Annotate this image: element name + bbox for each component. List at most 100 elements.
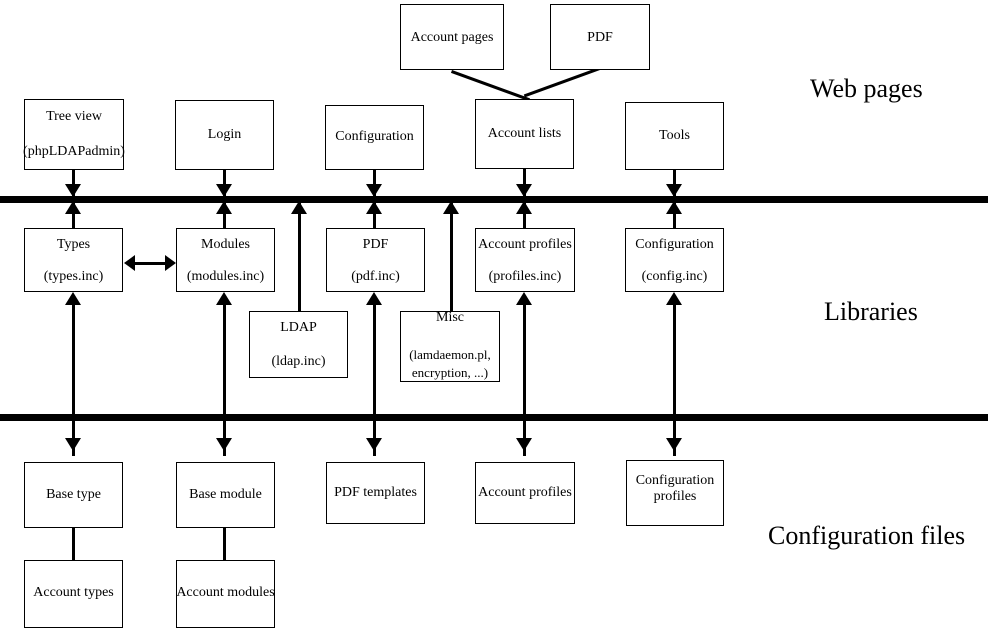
connector-tools-down xyxy=(673,170,676,196)
box-pdf-source-label: PDF xyxy=(587,30,613,45)
box-tree-view: Tree view (phpLDAPadmin) xyxy=(23,99,125,170)
box-modules-label: Modules xyxy=(201,237,250,252)
box-types: Types (types.inc) xyxy=(24,228,123,292)
layer-divider-web-libraries xyxy=(0,196,988,203)
connector-base-type-to-account-types xyxy=(72,527,75,561)
stem-configuration-lib-to-bar1 xyxy=(673,202,676,228)
arrowhead-to-pdf-templates xyxy=(366,438,382,451)
box-ldap: LDAP (ldap.inc) xyxy=(249,311,348,378)
arrowhead-to-configuration-profiles xyxy=(666,438,682,451)
connector-account-lists-down xyxy=(523,169,526,196)
arrowhead-misc-up xyxy=(443,201,459,214)
box-base-type: Base type xyxy=(24,462,123,528)
arrowhead-configuration-lib-up xyxy=(666,201,682,214)
box-configuration-web: Configuration xyxy=(325,105,424,170)
arrowhead-pdf-lib-up xyxy=(366,201,382,214)
box-account-types-label: Account types xyxy=(33,585,114,600)
box-account-lists: Account lists xyxy=(475,99,574,169)
box-tools-label: Tools xyxy=(659,128,690,143)
stem-modules-to-bar1 xyxy=(223,202,226,228)
box-account-profiles-lib-label: Account profiles xyxy=(478,237,572,252)
box-account-profiles-file: Account profiles xyxy=(475,462,575,524)
box-account-types: Account types xyxy=(24,560,123,628)
stem-base-module-to-modules xyxy=(223,296,226,456)
box-pdf-lib: PDF (pdf.inc) xyxy=(326,228,425,292)
arrowhead-to-account-profiles-file xyxy=(516,438,532,451)
arrowhead-account-lists-down xyxy=(516,184,532,197)
connector-account-pages-to-account-lists xyxy=(450,70,530,102)
box-account-pages: Account pages xyxy=(400,4,504,70)
arrowhead-types-modules-left xyxy=(124,255,135,271)
layer-divider-libraries-configuration xyxy=(0,414,988,421)
box-types-label: Types xyxy=(56,237,91,252)
connector-login-down xyxy=(223,170,226,196)
box-account-modules-label: Account modules xyxy=(176,585,275,600)
box-types-sublabel: (types.inc) xyxy=(43,269,104,284)
arrowhead-account-profiles-file-to-lib xyxy=(516,292,532,305)
box-base-module-label: Base module xyxy=(189,487,262,502)
layer-label-libraries: Libraries xyxy=(824,297,918,326)
arrowhead-configuration-profiles-to-lib xyxy=(666,292,682,305)
box-ldap-label: LDAP xyxy=(280,320,317,335)
box-configuration-profiles-file: Configuration profiles xyxy=(626,460,724,526)
layer-label-configuration-files: Configuration files xyxy=(768,521,966,550)
stem-pdf-lib-to-bar1 xyxy=(373,202,376,228)
box-login-label: Login xyxy=(207,127,242,142)
stem-misc-to-bar1 xyxy=(450,202,453,311)
box-misc: Misc (lamdaemon.pl, encryption, ...) xyxy=(400,310,500,382)
stem-ldap-to-bar1 xyxy=(298,202,301,311)
box-modules-sublabel: (modules.inc) xyxy=(186,269,265,284)
box-account-profiles-lib: Account profiles (profiles.inc) xyxy=(475,228,575,292)
box-modules: Modules (modules.inc) xyxy=(176,228,275,292)
arrowhead-account-profiles-lib-up xyxy=(516,201,532,214)
connector-types-modules xyxy=(131,262,169,265)
box-tree-view-label: Tree view xyxy=(46,109,102,124)
arrowhead-pdf-templates-to-pdf-lib xyxy=(366,292,382,305)
stem-pdf-templates-to-pdf-lib xyxy=(373,296,376,456)
box-account-modules: Account modules xyxy=(176,560,275,628)
arrowhead-ldap-up xyxy=(291,201,307,214)
box-ldap-sublabel: (ldap.inc) xyxy=(271,354,326,369)
arrowhead-to-base-type xyxy=(65,438,81,451)
box-pdf-lib-label: PDF xyxy=(362,237,389,252)
arrowhead-base-module-to-modules xyxy=(216,292,232,305)
box-pdf-templates: PDF templates xyxy=(326,462,425,524)
box-configuration-web-label: Configuration xyxy=(335,129,414,144)
box-misc-label: Misc xyxy=(436,310,464,325)
arrowhead-base-type-to-types xyxy=(65,292,81,305)
connector-configuration-web-down xyxy=(373,170,376,196)
box-tree-view-sublabel: (phpLDAPadmin) xyxy=(23,144,125,159)
box-pdf-source: PDF xyxy=(550,4,650,70)
box-tools: Tools xyxy=(625,102,724,170)
stem-configuration-profiles-to-lib xyxy=(673,296,676,456)
box-pdf-templates-label: PDF templates xyxy=(334,485,417,500)
arrowhead-configuration-web-down xyxy=(366,184,382,197)
box-base-type-label: Base type xyxy=(46,487,101,502)
connector-tree-view-down xyxy=(72,170,75,196)
arrowhead-login-down xyxy=(216,184,232,197)
arrowhead-tools-down xyxy=(666,184,682,197)
stem-account-profiles-file-to-lib xyxy=(523,296,526,456)
arrowhead-tree-view-down xyxy=(65,184,81,197)
stem-types-to-bar1 xyxy=(72,202,75,228)
box-account-profiles-file-label: Account profiles xyxy=(478,485,572,500)
layer-label-web-pages: Web pages xyxy=(810,74,923,103)
box-misc-sublabel: (lamdaemon.pl, encryption, ...) xyxy=(409,347,491,380)
connector-base-module-to-account-modules xyxy=(223,527,226,561)
box-configuration-lib-sublabel: (config.inc) xyxy=(641,269,708,284)
box-account-profiles-lib-sublabel: (profiles.inc) xyxy=(488,269,562,284)
box-account-pages-label: Account pages xyxy=(410,30,494,45)
box-login: Login xyxy=(175,100,274,170)
box-pdf-lib-sublabel: (pdf.inc) xyxy=(351,269,400,284)
arrowhead-types-up xyxy=(65,201,81,214)
arrowhead-modules-up xyxy=(216,201,232,214)
stem-base-type-to-types xyxy=(72,296,75,456)
box-account-lists-label: Account lists xyxy=(487,126,562,141)
box-configuration-lib: Configuration (config.inc) xyxy=(625,228,724,292)
stem-account-profiles-to-bar1 xyxy=(523,202,526,228)
arrowhead-types-modules-right xyxy=(165,255,176,271)
connector-pdf-source-to-account-lists xyxy=(523,67,600,98)
arrowhead-to-base-module xyxy=(216,438,232,451)
box-configuration-lib-label: Configuration xyxy=(635,237,714,252)
